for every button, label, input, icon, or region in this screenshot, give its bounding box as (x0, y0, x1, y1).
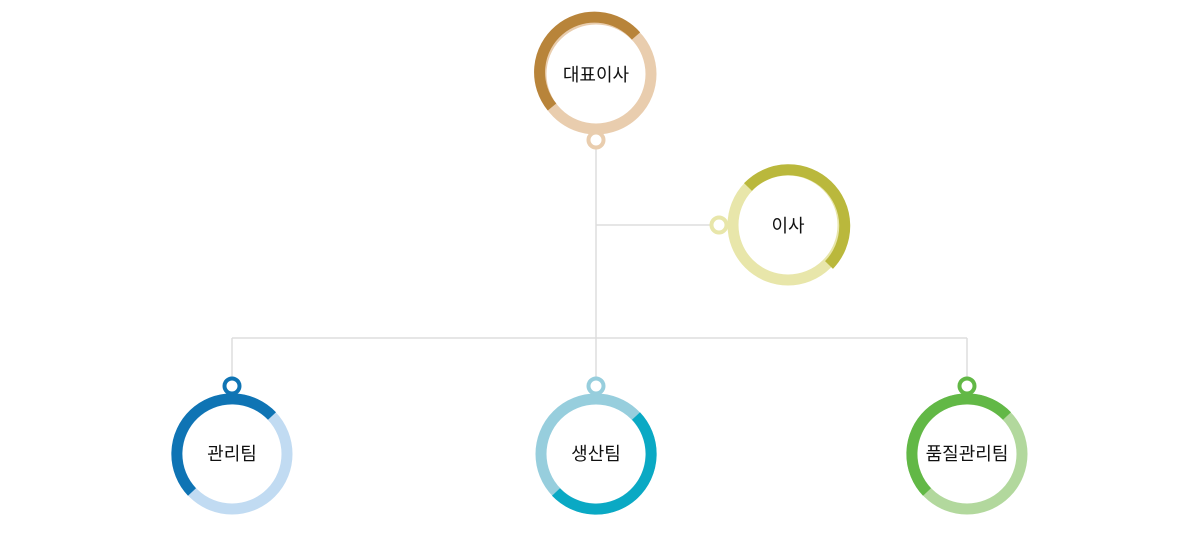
node-production (535, 376, 657, 515)
admin-ring-accent (171, 393, 276, 496)
node-label-ceo: 대표이사 (562, 65, 630, 86)
admin-connector-knob (222, 376, 242, 396)
production-connector-knob (586, 376, 606, 396)
production-ring-accent (552, 412, 657, 515)
ceo-ring-accent (534, 11, 641, 111)
quality-ring-accent (906, 393, 1011, 496)
quality-connector-knob (957, 376, 977, 396)
node-quality (906, 376, 1028, 515)
connector-lines (231, 148, 968, 378)
director-ring-accent (744, 164, 851, 269)
node-ceo (534, 11, 657, 150)
node-label-admin: 관리팀 (207, 444, 257, 465)
director-connector-knob (709, 215, 729, 235)
ceo-connector-knob (586, 130, 606, 150)
node-label-quality: 품질관리팀 (925, 444, 1009, 465)
node-admin (171, 376, 293, 515)
node-director (709, 164, 851, 286)
node-label-director: 이사 (771, 216, 805, 237)
node-label-production: 생산팀 (571, 444, 621, 465)
